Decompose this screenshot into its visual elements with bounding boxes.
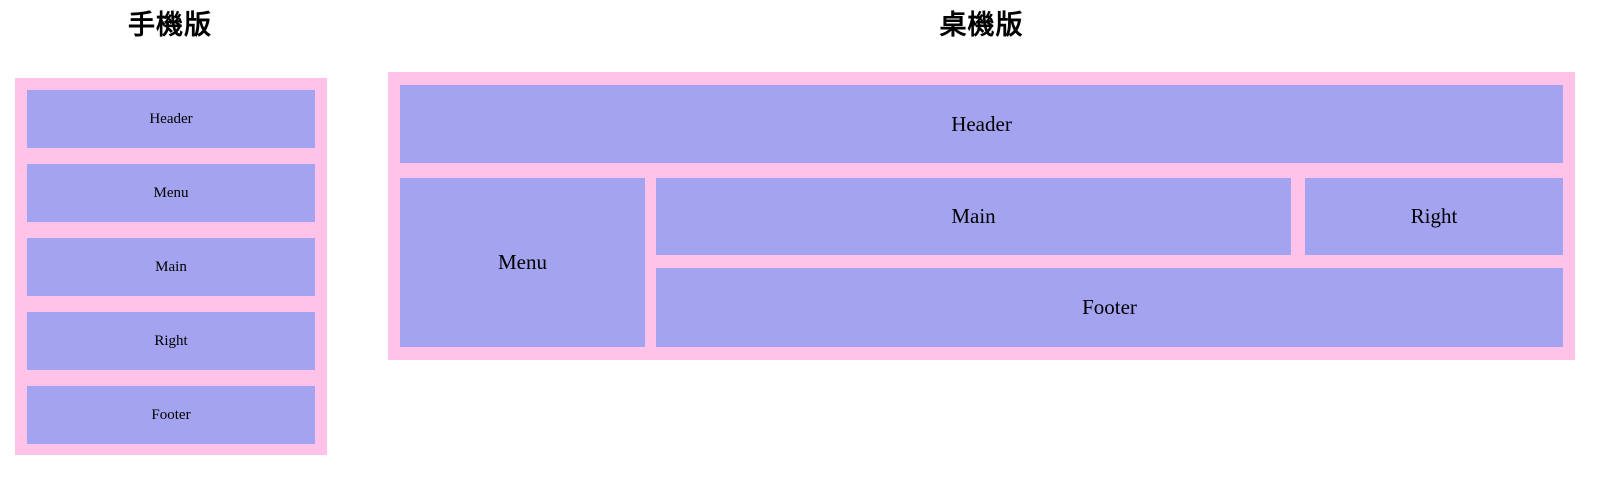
mobile-section-title: 手機版	[128, 10, 212, 41]
desktop-region-main: Main	[656, 178, 1291, 255]
mobile-region-header: Header	[27, 90, 315, 148]
mobile-region-footer-label: Footer	[151, 406, 191, 423]
desktop-section-title: 桌機版	[939, 10, 1024, 41]
desktop-region-right: Right	[1305, 178, 1563, 255]
mobile-region-menu-label: Menu	[153, 184, 189, 201]
mobile-region-header-label: Header	[149, 110, 193, 127]
mobile-layout-wireframe: Header Menu Main Right Footer	[15, 78, 327, 455]
mobile-region-main-label: Main	[155, 258, 187, 275]
mobile-region-right: Right	[27, 312, 315, 370]
desktop-region-footer: Footer	[656, 268, 1563, 347]
desktop-region-footer-label: Footer	[1082, 295, 1137, 319]
desktop-region-main-label: Main	[951, 204, 996, 228]
desktop-region-header: Header	[400, 85, 1563, 163]
desktop-region-menu-label: Menu	[498, 250, 547, 274]
desktop-region-menu: Menu	[400, 178, 645, 347]
mobile-region-footer: Footer	[27, 386, 315, 444]
mobile-region-main: Main	[27, 238, 315, 296]
mobile-region-menu: Menu	[27, 164, 315, 222]
mobile-region-right-label: Right	[154, 332, 188, 349]
desktop-region-right-label: Right	[1410, 204, 1458, 228]
desktop-region-header-label: Header	[951, 111, 1012, 136]
desktop-layout-wireframe: Header Menu Main Right Footer	[388, 72, 1575, 360]
